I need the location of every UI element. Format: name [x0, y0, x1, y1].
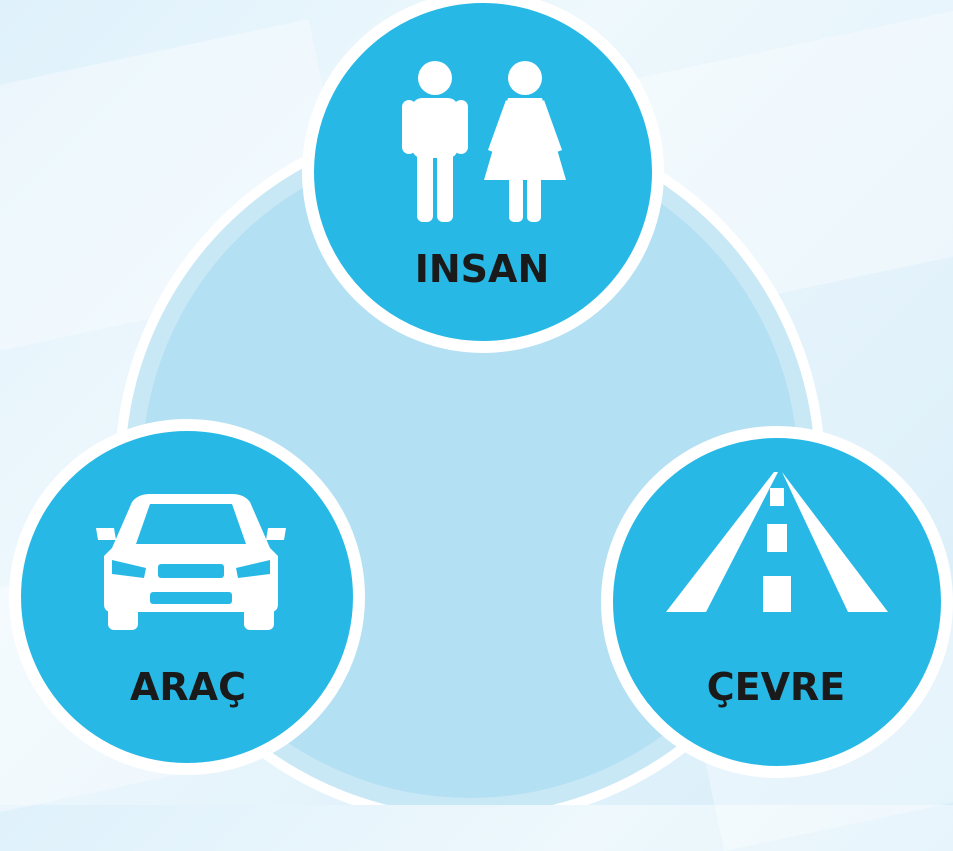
- node-arac-label: ARAÇ: [130, 665, 246, 709]
- car-icon: [96, 494, 286, 630]
- node-arac: ARAÇ: [9, 419, 365, 775]
- man-woman-icon: [402, 61, 566, 222]
- road-icon: [666, 472, 888, 612]
- node-cevre-label: ÇEVRE: [707, 665, 845, 709]
- diagram-canvas: INSAN ARAÇ: [9, 0, 953, 805]
- node-insan-circle: [302, 0, 664, 353]
- node-cevre: ÇEVRE: [601, 426, 953, 778]
- node-insan-label: INSAN: [415, 247, 550, 291]
- node-insan: INSAN: [302, 0, 664, 353]
